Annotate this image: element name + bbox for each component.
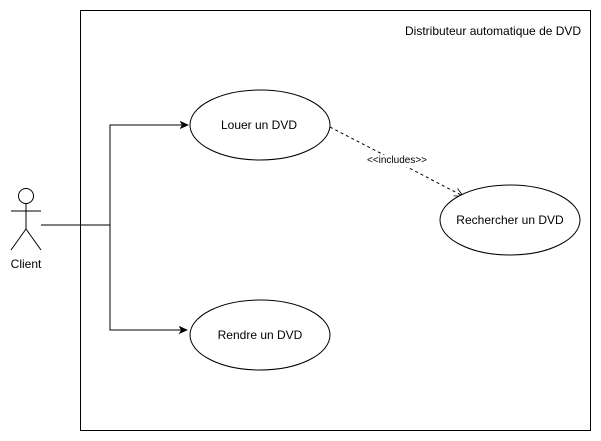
association-actor-rent[interactable] [41, 125, 188, 226]
use-case-search-label: Rechercher un DVD [456, 213, 564, 227]
actor-head [18, 188, 34, 204]
actor-left-leg [10, 228, 27, 251]
association-actor-return[interactable] [109, 225, 187, 330]
use-case-rent-label: Louer un DVD [220, 118, 298, 132]
actor-client-figure[interactable] [10, 188, 42, 251]
actor-label: Client [10, 257, 42, 271]
use-case-rent-dvd[interactable] [189, 89, 331, 161]
system-title: Distributeur automatique de DVD [405, 24, 582, 38]
actor-right-leg [25, 228, 42, 251]
use-case-return-dvd[interactable] [189, 299, 331, 371]
include-stereotype-label: <<includes>> [365, 155, 429, 167]
use-case-return-label: Rendre un DVD [217, 328, 303, 342]
use-case-search-dvd[interactable] [439, 184, 581, 256]
